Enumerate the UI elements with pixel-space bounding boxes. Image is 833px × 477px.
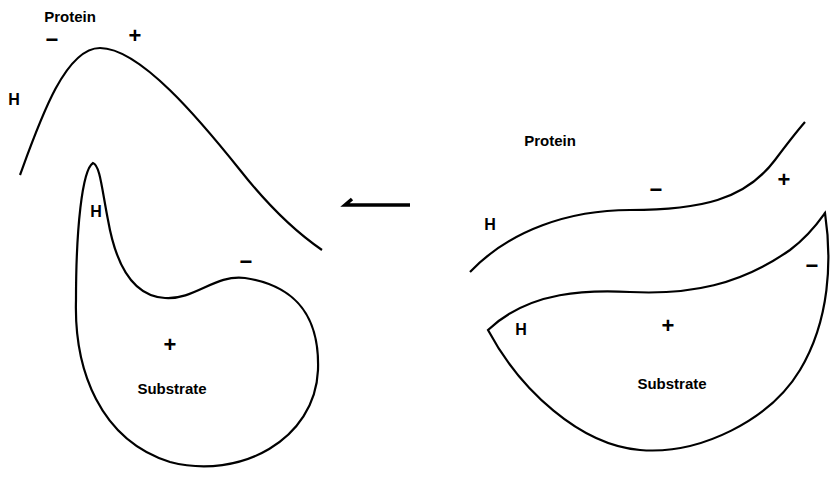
charge-sign: − [46,29,59,51]
substrate-outline [70,158,326,472]
charge-sign: − [806,255,819,277]
substrate-label: Substrate [137,381,206,396]
substrate-outline [488,213,828,450]
protein-outline [20,48,322,250]
surface-mark: H [515,322,527,338]
substrate-outline [482,208,832,458]
reaction-arrow [345,199,410,205]
protein-outline [470,122,805,272]
surface-mark: + [662,315,675,337]
charge-sign: + [129,25,142,47]
substrate-shape: + H Substrate [482,208,832,458]
protein-label: Protein [524,133,576,148]
substrate-label: Substrate [637,376,706,391]
surface-mark: H [90,204,102,220]
surface-mark: + [164,334,177,356]
charge-sign: − [240,251,253,273]
hydrophobic-mark: H [484,217,496,233]
charge-sign: + [778,169,791,191]
protein-label: Protein [44,9,96,24]
charge-sign: − [650,179,663,201]
substrate-shape: H + Substrate [70,158,326,472]
substrate-outline [76,163,318,466]
hydrophobic-mark: H [8,92,20,108]
